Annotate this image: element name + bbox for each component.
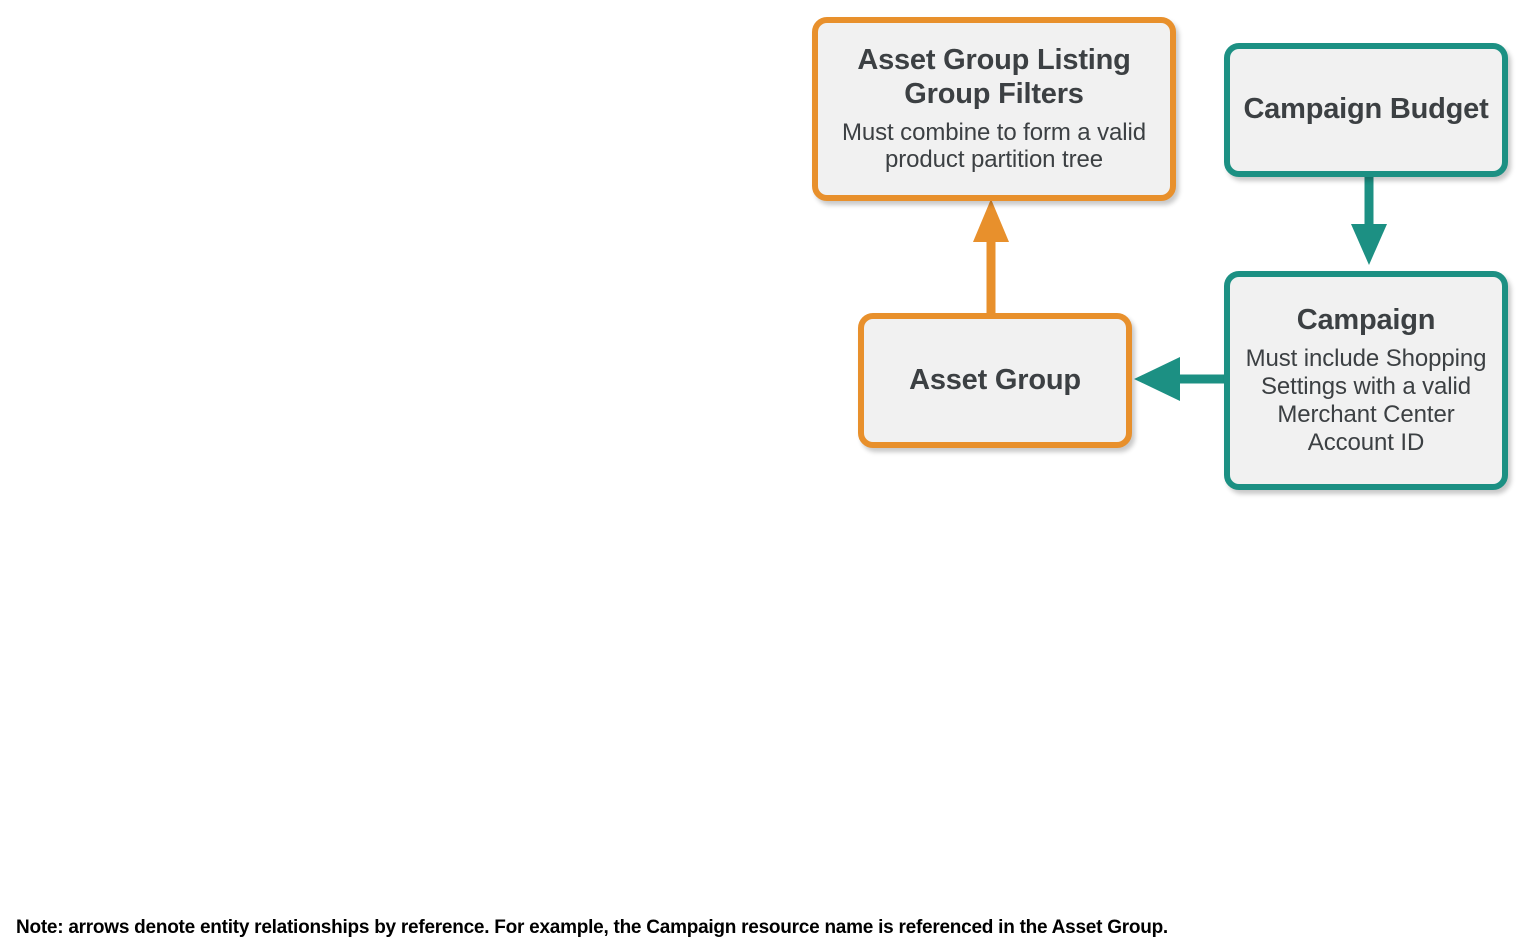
node-subtitle-campaign: Must include Shopping Settings with a va… [1245, 345, 1487, 456]
arrowhead-left [1134, 357, 1180, 401]
node-title-campaign: Campaign [1296, 304, 1436, 337]
node-title-campaign-budget: Campaign Budget [1243, 93, 1489, 126]
node-asset-group-listing-group-filters[interactable]: Asset Group Listing Group Filters Must c… [812, 17, 1176, 201]
node-asset-group[interactable]: Asset Group [858, 313, 1132, 448]
node-campaign-budget[interactable]: Campaign Budget [1224, 43, 1508, 177]
diagram-note: Note: arrows denote entity relationships… [16, 917, 1168, 938]
edge-campaign-to-asset-group [1134, 357, 1226, 401]
edge-asset-group-to-listing-group-filters [973, 199, 1009, 316]
node-title-asset-group: Asset Group [909, 363, 1081, 396]
edge-campaign-budget-to-campaign [1351, 174, 1387, 265]
arrowhead-up [973, 199, 1009, 242]
arrowhead-down [1351, 224, 1387, 265]
node-campaign[interactable]: Campaign Must include Shopping Settings … [1224, 271, 1508, 490]
node-subtitle-listing-group-filters: Must combine to form a valid product par… [842, 118, 1146, 174]
node-title-listing-group-filters: Asset Group Listing Group Filters [857, 43, 1131, 110]
